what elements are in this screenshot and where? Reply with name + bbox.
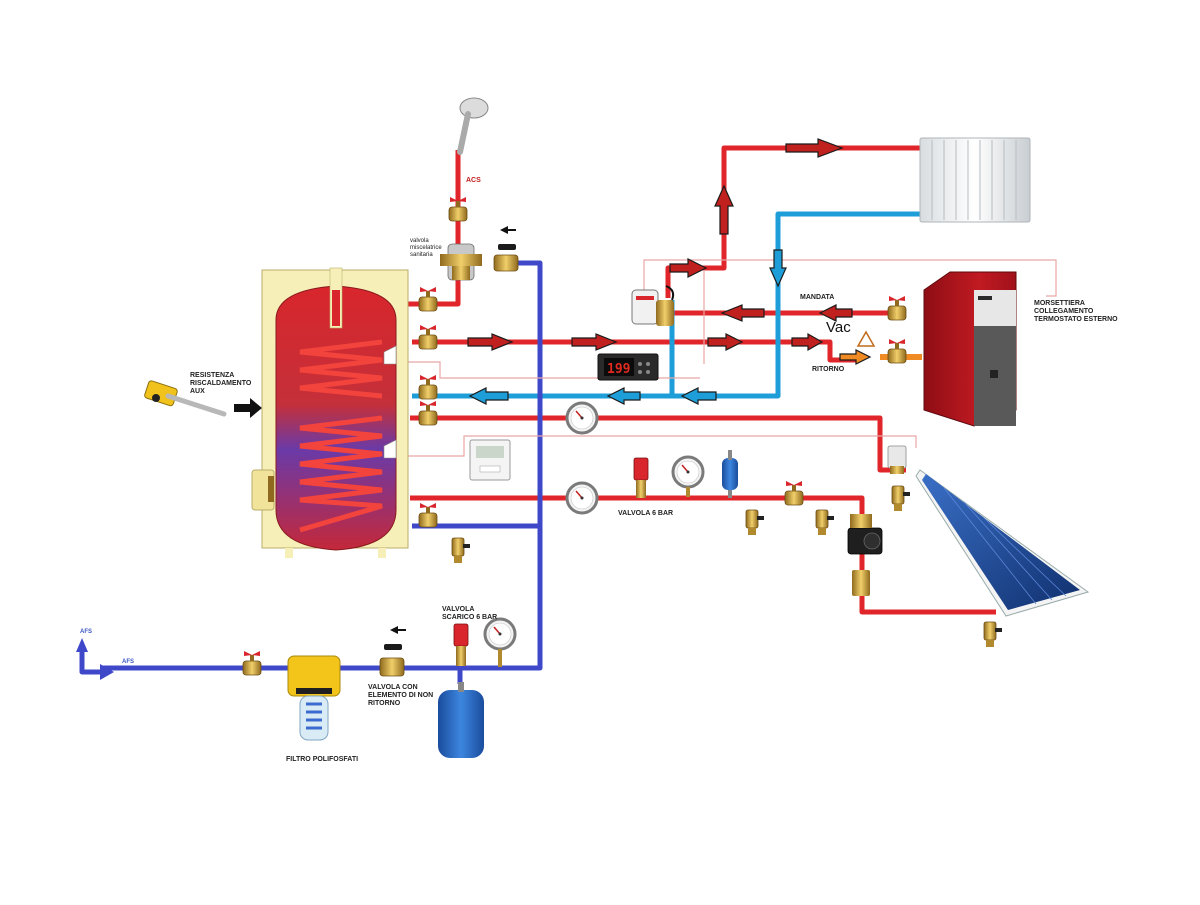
controller-readout: 199 [607,362,630,377]
label-acs: ACS [466,177,481,184]
heater-arrow [234,398,262,418]
label-heater: RESISTENZA RISCALDAMENTO AUX [190,372,252,395]
shower-head [457,97,489,155]
solar-controller [469,439,511,481]
label-valve-6bar: VALVOLA 6 BAR [618,510,674,517]
flow-arrows [467,138,872,405]
boiler [923,271,1017,427]
temperature-controller [597,353,659,381]
expansion-vessels [438,450,738,758]
label-filter: FILTRO POLIFOSFATI [286,756,359,763]
label-ritorno: RITORNO [812,366,845,373]
controller-buttons [638,362,650,374]
label-terminal-block: MORSETTIERA COLLEGAMENTO TERMOSTATO ESTE… [1034,300,1118,323]
air-separator [887,445,907,474]
label-vac: Vac [826,319,851,336]
vac-triangle [856,330,876,347]
label-drain-valve: VALVOLA SCARICO 6 BAR [442,606,498,621]
heater-element [144,380,227,417]
storage-tank [251,267,409,558]
label-mandata: MANDATA [800,294,835,301]
thermostat-wires [400,259,1057,457]
label-afs-pipe: AFS [122,659,134,665]
hot-pipes [265,145,996,615]
solar-panel [915,469,1090,617]
safety-valves [453,457,649,666]
drain-valves [451,485,1003,648]
label-afs-inlet: AFS [80,629,92,635]
mixing-valve [440,243,482,281]
label-check-valve: VALVOLA CON ELEMENTO DI NON RITORNO [368,684,434,707]
afs-arrow [76,638,114,680]
polyphosphate-filter [287,655,341,741]
label-mixing-valve: valvola miscelatrice sanitaria [410,238,442,258]
radiator [919,137,1031,223]
circulator-pump [847,514,883,596]
black-handle-valves [379,226,519,677]
three-way-valve [631,285,675,326]
gauge-stems [498,487,690,667]
